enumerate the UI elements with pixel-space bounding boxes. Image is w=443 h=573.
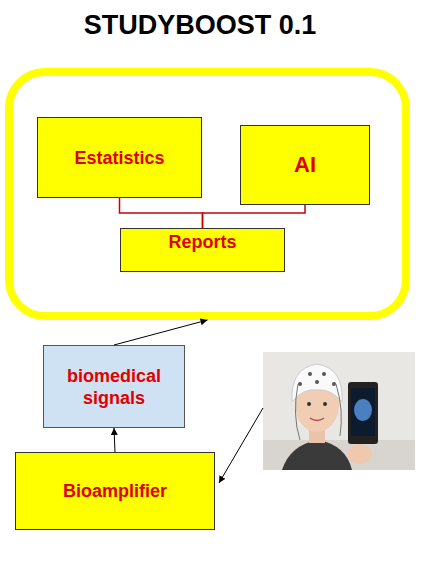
photo-frame bbox=[263, 352, 415, 470]
electrode bbox=[322, 372, 326, 376]
signal-box: biomedical signals bbox=[43, 345, 185, 428]
electrode bbox=[332, 382, 336, 386]
electrode bbox=[315, 380, 319, 384]
brain-image bbox=[354, 399, 372, 421]
eye bbox=[323, 402, 327, 406]
connector bbox=[114, 428, 115, 452]
shoulders bbox=[282, 440, 352, 470]
process-box: Estatistics bbox=[37, 117, 202, 198]
node-label: AI bbox=[294, 154, 316, 176]
eeg-cap bbox=[292, 364, 342, 402]
diagram-title: STUDYBOOST 0.1 bbox=[0, 10, 400, 41]
process-box: AI bbox=[240, 125, 370, 205]
node-label: Estatistics bbox=[74, 147, 164, 169]
system-frame: Estatistics AI Reports bbox=[5, 68, 410, 320]
device-box: Bioamplifier bbox=[15, 452, 215, 530]
hand bbox=[348, 444, 372, 464]
photo-leader-arrow bbox=[219, 408, 263, 483]
phone-screen bbox=[351, 388, 375, 436]
photo-background bbox=[263, 440, 415, 470]
node-label: Bioamplifier bbox=[63, 480, 167, 502]
eye bbox=[307, 402, 311, 406]
phone bbox=[348, 382, 378, 444]
process-box: Reports bbox=[120, 228, 285, 272]
electrode bbox=[298, 382, 302, 386]
electrode bbox=[308, 372, 312, 376]
mouth bbox=[310, 418, 324, 421]
connector bbox=[114, 320, 208, 345]
node-label: biomedical signals bbox=[48, 365, 180, 409]
electrode-wires bbox=[295, 384, 341, 440]
node-label: Reports bbox=[168, 231, 236, 253]
